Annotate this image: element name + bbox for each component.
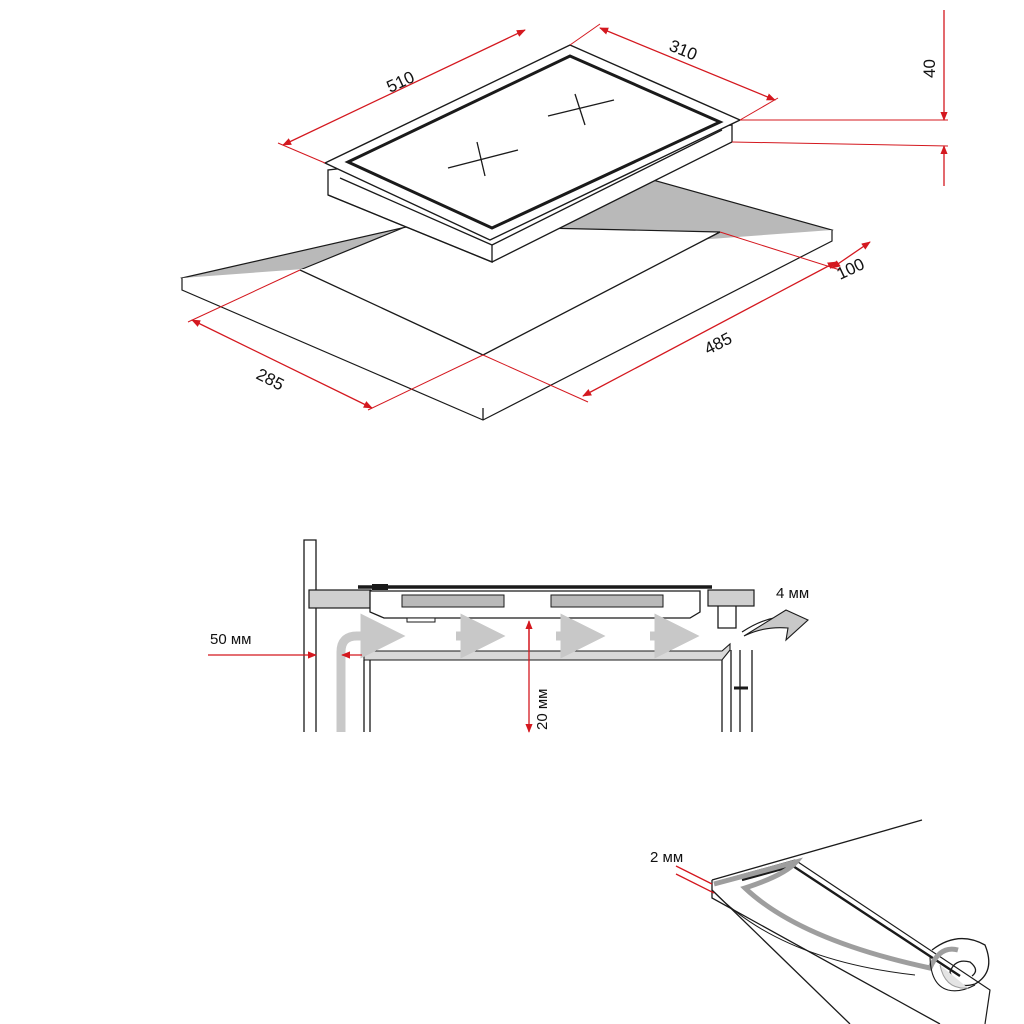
wall-left <box>303 539 317 732</box>
dimension-310-label: 310 <box>667 36 700 64</box>
cooking-zone-front <box>447 141 519 177</box>
dimension-4mm-label: 4 мм <box>776 585 809 602</box>
dimension-50mm-label: 50 мм <box>210 631 251 648</box>
seal-strip <box>713 857 959 971</box>
dimension-20mm-label: 20 мм <box>534 689 551 730</box>
cabinet-shelf <box>363 642 731 661</box>
dimension-285-label: 285 <box>253 365 287 395</box>
dimension-40: 40 <box>731 10 949 186</box>
dimension-2mm: 2 мм <box>650 849 715 894</box>
airflow-arrows <box>336 609 809 732</box>
dimension-20mm: 20 мм <box>525 620 551 733</box>
heating-element-right <box>550 594 664 608</box>
dimension-2mm-label: 2 мм <box>650 849 683 866</box>
dimension-510-label: 510 <box>384 67 418 96</box>
countertop-section-right <box>707 589 755 607</box>
dimension-40-label: 40 <box>920 59 939 78</box>
cooking-zone-rear <box>547 93 615 126</box>
dimension-100-label: 100 <box>834 254 868 283</box>
dimension-485-label: 485 <box>701 329 735 359</box>
section-view: 50 мм 20 мм 4 мм <box>208 539 809 733</box>
seal-tape-view: 2 мм <box>650 819 991 1024</box>
dimension-50mm: 50 мм <box>208 631 362 659</box>
wall-right <box>721 650 732 732</box>
heating-element-left <box>401 594 505 608</box>
seal-roll <box>929 938 990 992</box>
countertop-section-left <box>308 589 372 609</box>
